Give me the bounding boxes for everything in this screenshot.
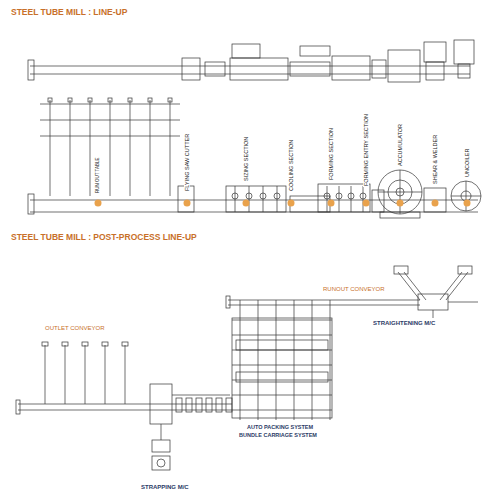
station-label: ACCUMULATOR [397,123,403,167]
straightening-machine [394,266,478,318]
section-heading: STEEL TUBE MILL : LINE-UP [10,8,128,18]
runout-table-grid [40,98,180,196]
station-label: RUN OUT TABLE [95,156,100,194]
part-label: RUNOUT CONVEYOR [322,286,386,293]
station-markers [95,200,471,207]
part-label: BUNDLE CARRIAGE SYSTEM [238,432,318,438]
station-label: SHEAR & WELDER [432,134,438,185]
part-label: STRAIGHTENING M/C [372,320,436,327]
station-label: FORMING ENTRY SECTION [363,113,369,187]
station-label: FORMING SECTION [328,127,334,181]
plan-view [28,40,474,82]
strapping-machine [150,384,230,470]
part-label: AUTO PACKING SYSTEM [246,424,314,430]
section-heading: STEEL TUBE MILL : POST-PROCESS LINE-UP [10,233,198,243]
roll-stands [232,186,366,212]
runout-conveyor [226,296,420,308]
outlet-conveyor [16,342,232,414]
station-label: COOLING SECTION [288,139,294,192]
auto-packing-system [232,300,332,420]
station-label: UNCOILER [464,148,470,178]
station-label: SIZING SECTION [243,136,249,182]
station-label: FLYING SAW CUTTER [184,133,190,192]
part-label: OUTLET CONVEYOR [44,325,106,332]
part-label: STRAPPING M/C [140,484,190,491]
